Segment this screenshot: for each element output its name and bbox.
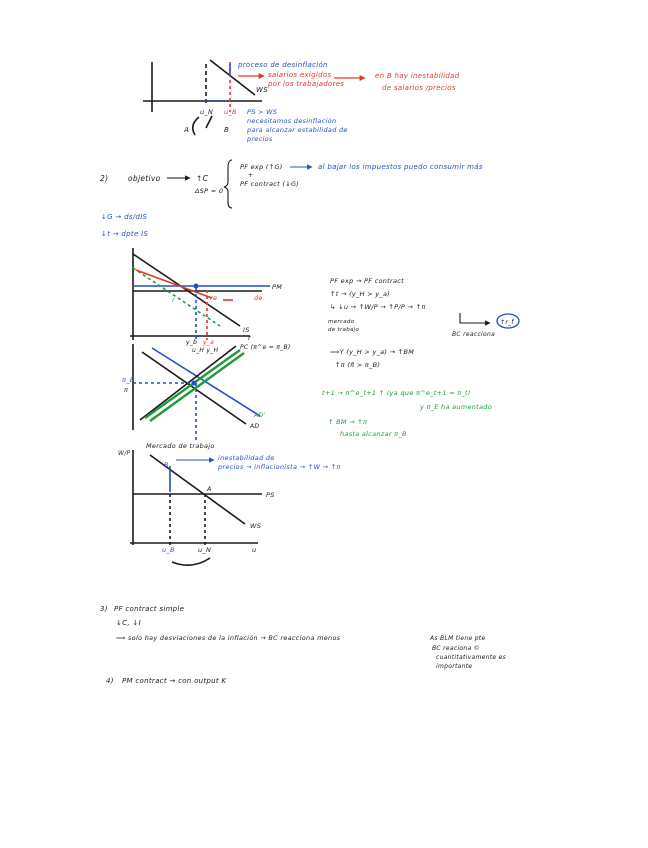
g1-red-line [136, 270, 212, 298]
sec3-title: PF contract simple [114, 605, 184, 613]
g1-note-7: ↑π (π̄ > π_B) [335, 361, 380, 369]
top-note-red-2: por los trabajadores [267, 80, 344, 88]
g1-ya-label: y_a [202, 339, 214, 346]
sec3-right-4: importante [436, 663, 472, 670]
sec4-text: PM contract → con output K [122, 677, 227, 685]
top-ps-note-1: PS > WS [247, 108, 277, 116]
g3-b-label: B [164, 461, 169, 469]
top-note-red-1: salarios exigidos [268, 71, 331, 79]
g2-u-label: u_H y_H [192, 347, 219, 354]
g1-re-label: re [210, 294, 217, 302]
g1-tag: r [172, 296, 176, 304]
g1-green-4: hasta alcanzar π_B [340, 430, 407, 438]
sec2-blue-note: al bajar los impuestos puedo consumir má… [318, 163, 483, 171]
g1-r-label: r [248, 334, 252, 342]
sec2-dg: ↓G → ds/dIS [101, 213, 148, 221]
top-ps-note-2: necesitamos desinflación [247, 117, 336, 125]
top-b-label: B [224, 126, 229, 134]
g3-ps-label: PS [266, 491, 275, 499]
sec2-objective: objetivo [128, 174, 161, 183]
g1-note-6: ⟹Y (y_H > y_a) → ↑BM [330, 348, 414, 356]
g3-wp-label: W/P [118, 450, 131, 457]
g2-pc-label: PC (π^e = π_B) [240, 344, 291, 351]
top-a-label: A [183, 126, 189, 134]
top-ps-note-4: precios [246, 135, 273, 143]
g3-note-1: inestabilidad de [218, 454, 275, 462]
g2-ad-label: AD [249, 423, 259, 430]
g1-note-4: mercado [328, 319, 355, 325]
sec2-dt: ↓t → dpte IS [101, 230, 148, 238]
top-curved-arrow-2 [206, 116, 212, 128]
g1-de-label: de [254, 294, 263, 302]
top-curved-arrow [193, 117, 199, 135]
g1-green-3: ↑ BM → ↑π [328, 418, 367, 426]
g1-point-a [194, 284, 199, 289]
g3-curved-arrow [172, 558, 210, 565]
pc-ad-graph [133, 344, 260, 440]
sec2-number: 2) [100, 174, 108, 183]
top-note-red-4: de salarios /precios [382, 84, 456, 92]
sec2-pf-contract: PF contract (↓G) [240, 180, 299, 188]
sec2-brace [224, 160, 232, 208]
g2-pc-green-2 [150, 353, 244, 421]
g1-note-3: ↳ ↓u → ↑W/P → ↑P/P → ↑π [330, 303, 426, 311]
sec2-up-c: ↑C [196, 174, 209, 183]
g1-circle-text: ↑r_f [500, 319, 514, 326]
g2-ad-prime-label: AD' [253, 412, 265, 419]
top-note-red-3: en B hay inestabilidad [375, 72, 460, 80]
sec2-plus: + [248, 171, 254, 179]
g2-ad-prime [152, 348, 260, 416]
top-un-label: u_N [200, 108, 213, 116]
sec2-dsp: ΔSP = 0 [194, 187, 223, 195]
top-labor-graph [143, 60, 262, 135]
g3-note-2: precios → inflacionista → ↑W → ↑π [217, 463, 341, 471]
sec3-right-2: BC reaciona © [432, 645, 480, 652]
sec3-sub: ↓C, ↓I [116, 619, 141, 627]
sec3-number: 3) [100, 605, 108, 613]
g1-pm-label: PM [272, 283, 282, 291]
g1-note-5: de trabajo [328, 327, 360, 333]
sec2-pf-exp: PF exp (↑G) [240, 163, 283, 171]
g1-is-curve [133, 254, 240, 326]
sec3-line: ⟹ solo hay desviaciones de la inflación … [116, 634, 341, 642]
g2-point [192, 381, 197, 386]
g1-yb-label: y_b [185, 339, 197, 346]
g1-is-label: IS [243, 326, 250, 334]
g3-title: Mercado de trabajo [146, 442, 215, 450]
g3-u-label: u [252, 546, 256, 554]
top-ws-label: WS [256, 86, 268, 94]
g3-a-label: A [206, 485, 212, 493]
top-ps-note-3: para alcanzar estabilidad de [246, 126, 348, 134]
sec3-right-1: As BLM tiene pte [429, 635, 485, 642]
g3-un-label: u_N [198, 546, 211, 554]
g2-pi-b: π_B [122, 376, 135, 384]
g1-bc-label: BC reacciona [452, 331, 495, 338]
g3-ub-label: u_B [162, 546, 175, 554]
g1-green-1: t+1 → π^e_t+1 ↑ (ya que π^e_t+1 = π_t) [322, 389, 471, 397]
sec3-right-3: cuantitativamente es [436, 654, 506, 661]
g1-note-1: PF exp → PF contract [330, 277, 404, 285]
g1-note-2: ↑t → (y_H > y_a) [330, 290, 390, 298]
g1-bc-arrow [460, 313, 490, 323]
g2-pi: π [124, 386, 128, 394]
top-ub-label: u_B [224, 108, 237, 116]
sec4-number: 4) [106, 677, 114, 685]
g1-green-2: y π_E ha aumentado [419, 403, 492, 411]
top-note-blue: proceso de desinflación [237, 61, 328, 69]
g3-ws-label: WS [250, 522, 261, 530]
